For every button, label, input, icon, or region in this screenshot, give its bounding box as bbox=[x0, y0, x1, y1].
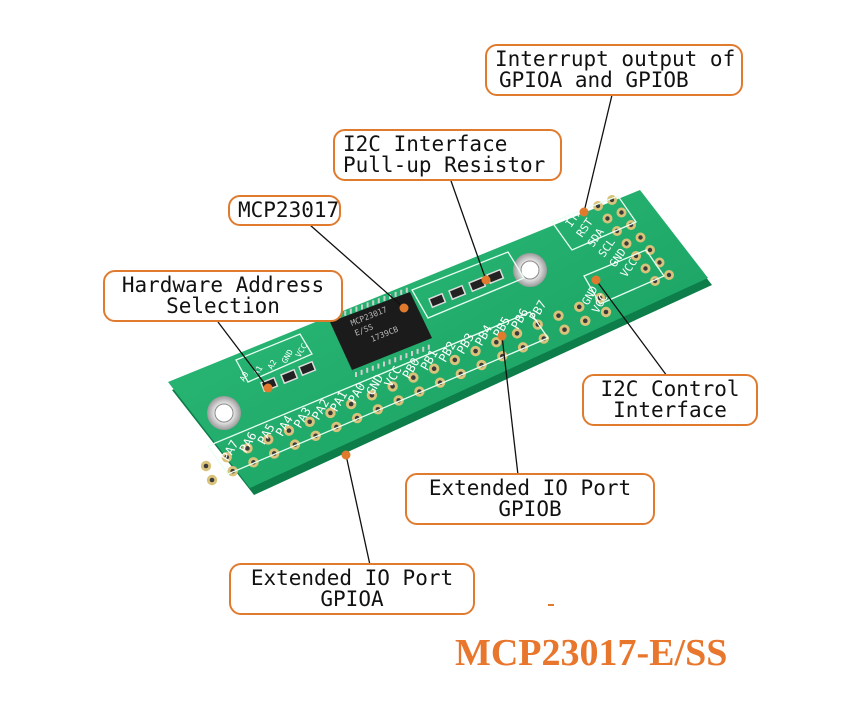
chip-pin bbox=[394, 291, 397, 297]
pin-hole bbox=[200, 460, 212, 472]
pin-hole bbox=[325, 407, 336, 419]
pin-hole bbox=[664, 270, 674, 280]
pin-hole bbox=[408, 372, 419, 383]
chip-pin bbox=[360, 369, 363, 375]
chip-pin bbox=[383, 296, 386, 302]
pin-hole bbox=[580, 315, 591, 327]
chip-pin bbox=[405, 287, 408, 293]
chip-pin bbox=[405, 353, 408, 359]
pin-hole bbox=[621, 238, 632, 249]
pin-hole bbox=[640, 263, 651, 274]
chip-pin bbox=[372, 300, 375, 306]
callout-pullup-resistor: I2C Interface Pull-up Resistor bbox=[333, 129, 562, 181]
callout-interrupt-line2: GPIOA and GPIOB bbox=[499, 68, 689, 92]
pin-hole bbox=[221, 451, 232, 463]
pin-hole bbox=[345, 398, 357, 410]
callout-gpioa-line1: Extended IO Port bbox=[250, 566, 454, 590]
leader-lines bbox=[217, 94, 671, 566]
pin-hole bbox=[263, 434, 274, 445]
pin-hole bbox=[626, 220, 636, 230]
callout-gpioa-line2: GPIOA bbox=[320, 587, 384, 611]
chip-pin bbox=[371, 365, 374, 371]
chip-pin bbox=[361, 304, 363, 310]
mounting-hole-right bbox=[513, 253, 547, 287]
callout-address-line1: Hardware Address bbox=[121, 273, 325, 297]
chip-pin bbox=[399, 355, 402, 361]
chip-pin bbox=[377, 363, 380, 369]
pin-hole bbox=[574, 301, 585, 313]
callout-address-line2: Selection bbox=[166, 294, 280, 318]
pin-holes bbox=[200, 195, 674, 486]
chip-pin bbox=[411, 351, 413, 356]
leader-dots bbox=[263, 207, 601, 460]
callout-mcp23017: MCP23017 bbox=[228, 195, 341, 226]
chip-pin bbox=[422, 346, 425, 352]
chip-pin bbox=[394, 357, 397, 363]
pin-hole bbox=[449, 354, 461, 366]
callout-gpiob-line2: GPIOB bbox=[498, 497, 562, 521]
address-label: A0 bbox=[238, 370, 251, 383]
callout-pullup-line2: Pull-up Resistor bbox=[343, 153, 546, 177]
pin-hole bbox=[511, 328, 523, 339]
pin-hole bbox=[553, 310, 564, 321]
pin-hole bbox=[428, 363, 440, 374]
callout-gpiob-line1: Extended IO Port bbox=[428, 476, 632, 500]
callout-gpioa: Extended IO Port GPIOA bbox=[229, 563, 475, 615]
pin-hole bbox=[242, 443, 253, 454]
callout-hardware-address: Hardware Address Selection bbox=[103, 270, 343, 322]
mounting-hole-left bbox=[207, 396, 241, 430]
callout-interrupt-output: Interrupt output of GPIOA and GPIOB bbox=[485, 44, 743, 96]
chip-pin bbox=[355, 372, 357, 377]
chip-pin bbox=[416, 348, 419, 354]
chip-pin bbox=[349, 308, 352, 314]
callout-i2c-line2: Interface bbox=[613, 398, 727, 422]
chip-pin bbox=[355, 306, 358, 312]
pin-hole bbox=[304, 416, 315, 427]
silkscreen-outlines bbox=[206, 195, 665, 475]
pin-hole bbox=[283, 425, 295, 436]
stray-mark bbox=[548, 604, 554, 606]
chip-pin bbox=[366, 367, 369, 373]
callout-pullup-line1: I2C Interface bbox=[343, 132, 508, 156]
address-label: A1 bbox=[252, 364, 265, 377]
callout-i2c-control: I2C Control Interface bbox=[582, 374, 758, 426]
chip-pin bbox=[366, 302, 369, 308]
pin-hole bbox=[227, 465, 238, 477]
pin-hole bbox=[559, 324, 570, 335]
pin-hole bbox=[616, 207, 627, 218]
address-label: A2 bbox=[266, 358, 279, 371]
chip-pin bbox=[388, 359, 391, 365]
callout-chip-label: MCP23017 bbox=[238, 198, 340, 222]
chip-pin bbox=[377, 298, 380, 304]
chip-pin bbox=[400, 289, 403, 295]
chip-pin bbox=[344, 310, 347, 316]
pin-hole bbox=[366, 390, 378, 401]
pin-hole bbox=[602, 213, 613, 224]
pin-hole bbox=[635, 232, 646, 243]
pin-hole bbox=[600, 306, 612, 318]
pin-hole bbox=[654, 257, 665, 268]
pin-hole bbox=[491, 337, 502, 348]
pin-hole bbox=[387, 381, 398, 392]
pin-hole bbox=[206, 474, 218, 486]
callout-gpiob: Extended IO Port GPIOB bbox=[405, 473, 655, 525]
chip-pin bbox=[383, 361, 385, 367]
pin-hole bbox=[470, 345, 481, 357]
callout-i2c-line1: I2C Control bbox=[600, 377, 740, 401]
callout-interrupt-line1: Interrupt output of bbox=[495, 47, 736, 71]
product-title: MCP23017-E/SS bbox=[455, 632, 728, 674]
chip-pin bbox=[427, 344, 430, 350]
